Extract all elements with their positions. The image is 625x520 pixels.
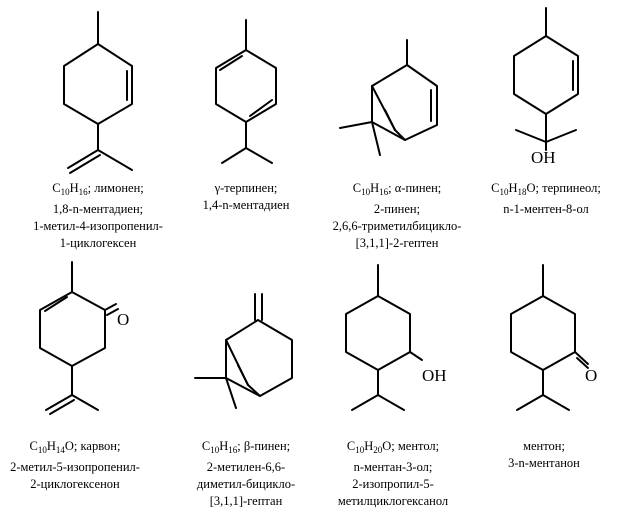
caption-line: 1-циклогексен	[59, 236, 137, 250]
caption-carvone: C10H14O; карвон; 2-метил-5-изопропенил- …	[0, 438, 150, 493]
caption-line: 2-метил-5-изопропенил-	[10, 460, 140, 474]
caption-line: 2-циклогексенон	[30, 477, 120, 491]
caption-line: [3,1,1]-гептан	[209, 494, 283, 508]
caption-line: γ-терпинен;	[214, 181, 278, 195]
caption-line: C10H20O; ментол;	[346, 439, 440, 455]
menthol-oh-label: OH	[422, 366, 447, 385]
carvone-oxygen-label: O	[117, 310, 130, 329]
terpineol-structure	[513, 7, 579, 151]
caption-line: n-1-ментен-8-ол	[503, 202, 589, 216]
menthol-structure	[345, 264, 423, 411]
beta-pinene-structure	[194, 293, 293, 409]
caption-line: 1,8-n-ментадиен;	[52, 202, 144, 216]
caption-line: C10H16; лимонен;	[52, 181, 144, 197]
caption-beta-pinene: C10H16; β-пинен; 2-метилен-6,6- диметил-…	[171, 438, 321, 510]
gamma-terpinene-structure	[215, 19, 277, 164]
caption-line: 2,6,6-триметилбицикло-	[332, 219, 462, 233]
carvone-structure	[39, 261, 119, 415]
caption-line: 3-n-ментанон	[508, 456, 580, 470]
caption-line: диметил-бицикло-	[196, 477, 296, 491]
caption-line: ментон;	[523, 439, 565, 453]
caption-alpha-pinene: C10H16; α-пинен; 2-пинен; 2,6,6-триметил…	[322, 180, 472, 252]
caption-line: 2-изопропил-5-	[352, 477, 434, 491]
caption-line: 1,4-n-ментадиен	[202, 198, 290, 212]
caption-menthone: ментон; 3-n-ментанон	[469, 438, 619, 472]
caption-limonene: C10H16; лимонен; 1,8-n-ментадиен; 1-мети…	[23, 180, 173, 252]
caption-line: C10H16; β-пинен;	[201, 439, 291, 455]
caption-line: 1-метил-4-изопропенил-	[33, 219, 163, 233]
caption-menthol: C10H20O; ментол; n-ментан-3-ол; 2-изопро…	[318, 438, 468, 510]
caption-line: 2-метилен-6,6-	[206, 460, 286, 474]
limonene-structure	[63, 11, 133, 174]
caption-line: [3,1,1]-2-гептен	[355, 236, 439, 250]
caption-line: C10H18O; терпинеол;	[491, 181, 601, 197]
caption-terpineol: C10H18O; терпинеол; n-1-ментен-8-ол	[471, 180, 621, 218]
caption-line: 2-пинен;	[373, 202, 421, 216]
caption-line: n-ментан-3-ол;	[353, 460, 433, 474]
terpineol-oh-label: OH	[531, 148, 556, 167]
alpha-pinene-structure	[339, 39, 438, 156]
caption-line: метилциклогексанол	[337, 494, 449, 508]
menthone-oxygen-label: O	[585, 366, 598, 385]
caption-line: C10H14O; карвон;	[29, 439, 121, 455]
menthone-structure	[510, 264, 589, 411]
caption-gamma-terpinene: γ-терпинен; 1,4-n-ментадиен	[171, 180, 321, 214]
caption-line: C10H16; α-пинен;	[352, 181, 442, 197]
